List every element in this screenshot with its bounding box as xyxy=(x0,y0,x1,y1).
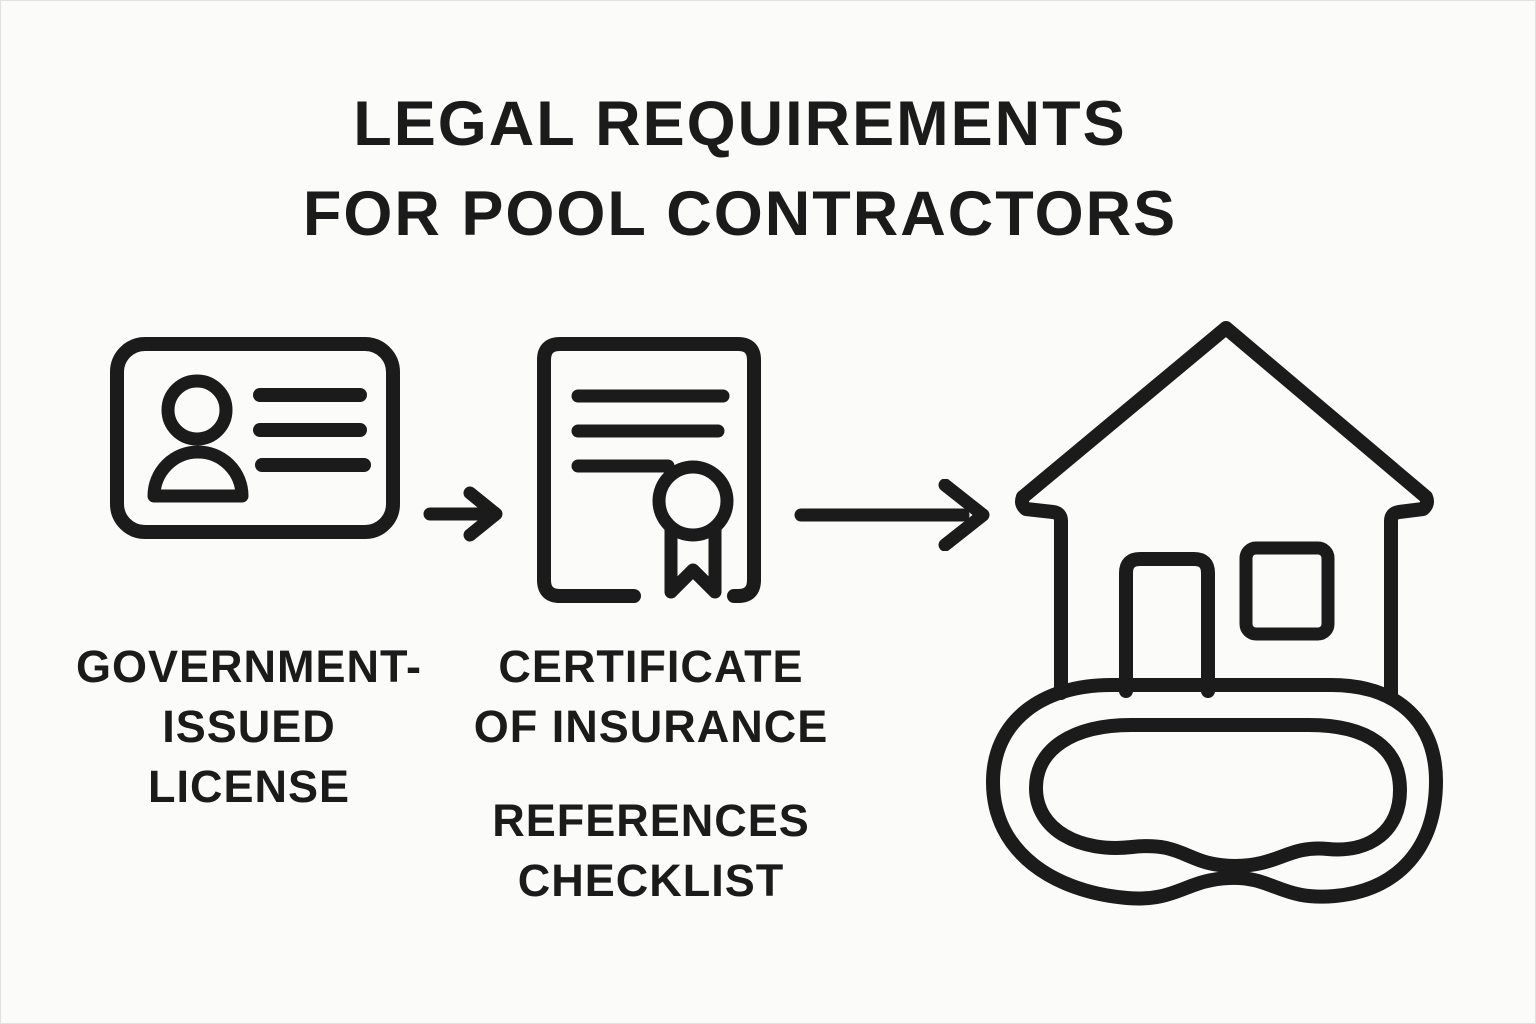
house-with-pool-icon xyxy=(986,321,1443,906)
page-title-line2: FOR POOL CONTRACTORS xyxy=(302,179,1178,249)
label-line: LICENSE xyxy=(147,761,351,812)
label-references-checklist: REFERENCES CHECKLIST xyxy=(441,791,861,911)
label-line: ISSUED xyxy=(162,701,336,752)
arrow-right-icon xyxy=(794,479,990,551)
label-line: CERTIFICATE xyxy=(498,641,804,692)
label-certificate-of-insurance: CERTIFICATE OF INSURANCE xyxy=(441,637,861,757)
certificate-ribbon-icon xyxy=(537,337,761,603)
page-title: LEGAL REQUIREMENTS FOR POOL CONTRACTORS xyxy=(1,79,1479,259)
label-government-issued-license: GOVERNMENT- ISSUED LICENSE xyxy=(39,637,459,817)
id-card-icon xyxy=(110,337,400,539)
label-line: GOVERNMENT- xyxy=(75,641,423,692)
label-line: REFERENCES xyxy=(492,795,810,846)
label-line: CHECKLIST xyxy=(517,855,785,906)
label-line: OF INSURANCE xyxy=(473,701,829,752)
page-title-line1: LEGAL REQUIREMENTS xyxy=(353,89,1127,159)
arrow-right-icon xyxy=(423,486,503,542)
